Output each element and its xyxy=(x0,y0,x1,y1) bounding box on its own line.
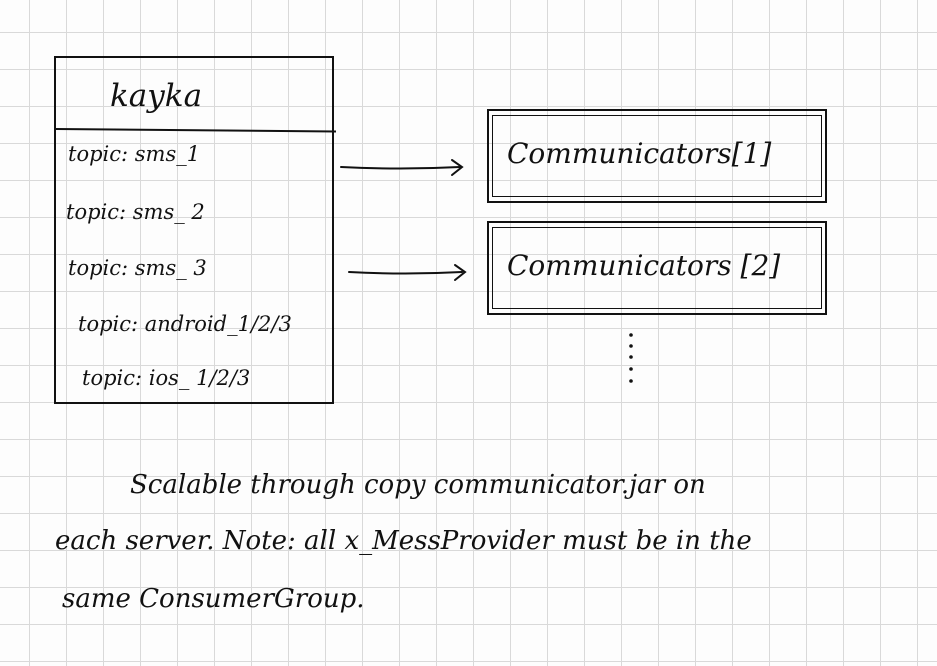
communicator-box-1-inner xyxy=(492,115,822,197)
topic-android: topic: android_1/2/3 xyxy=(78,312,292,336)
topic-ios: topic: ios_ 1/2/3 xyxy=(82,366,251,390)
kafka-box: kayka topic: sms_1 topic: sms_ 2 topic: … xyxy=(54,56,336,404)
topic-sms-1: topic: sms_1 xyxy=(68,142,201,166)
arrow-to-communicator-1 xyxy=(340,159,464,176)
arrow-to-communicator-2 xyxy=(348,264,467,281)
communicator-box-2-inner xyxy=(492,227,822,309)
communicator-box-2: Communicators [2] xyxy=(487,221,827,315)
topic-sms-3: topic: sms_ 3 xyxy=(68,256,207,280)
kafka-title: kayka xyxy=(110,78,203,114)
note-line-1: Scalable through copy communicator.jar o… xyxy=(130,470,706,500)
continuation-dots xyxy=(629,333,633,383)
note-line-3: same ConsumerGroup. xyxy=(62,584,365,614)
topic-sms-2: topic: sms_ 2 xyxy=(66,200,205,224)
note-line-2: each server. Note: all x_MessProvider mu… xyxy=(55,526,752,556)
communicator-label-2: Communicators [2] xyxy=(507,249,781,282)
communicator-box-1: Communicators[1] xyxy=(487,109,827,203)
communicator-label-1: Communicators[1] xyxy=(507,137,772,170)
